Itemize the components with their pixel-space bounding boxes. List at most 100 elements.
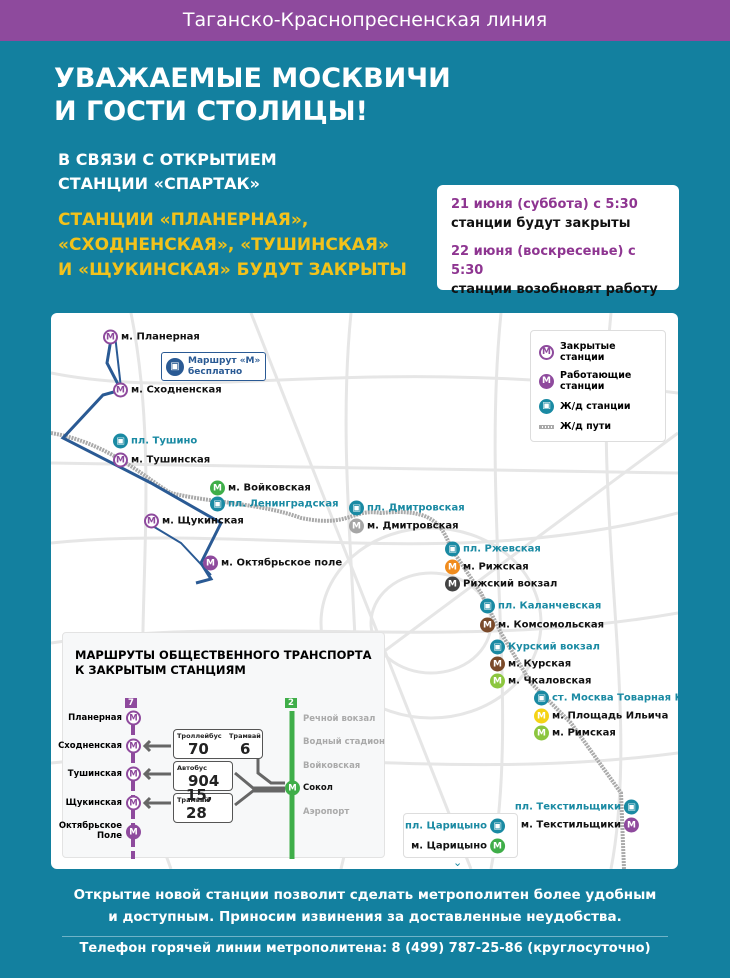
rail-station-icon: ▣ (210, 496, 225, 512)
closed-metro-icon: М (103, 329, 118, 345)
rail-station-icon: ▣ (490, 818, 505, 834)
route-number: 904 (188, 772, 220, 790)
station: ▣пл. Ржевская (445, 541, 541, 557)
inset-title-line: К ЗАКРЫТЫМ СТАНЦИЯМ (75, 663, 246, 677)
rail-station-icon: ▣ (113, 433, 128, 449)
metro-icon: М (445, 559, 460, 575)
station-name: м. Щукинская (162, 515, 244, 527)
station-name: пл. Дмитровская (367, 502, 465, 514)
closure-line: СТАНЦИИ «ПЛАНЕРНАЯ», (58, 210, 309, 230)
metro-icon: М (203, 555, 218, 571)
station-name: пл. Тушино (131, 435, 198, 447)
closed-metro-icon: М (113, 382, 128, 398)
subhead-line: В СВЯЗИ С ОТКРЫТИЕМ (58, 150, 277, 169)
rail-station-icon: ▣ (480, 598, 495, 614)
closed-metro-icon: М (113, 452, 128, 468)
hotline-phone: Телефон горячей линии метрополитена: 8 (… (79, 941, 651, 956)
station: ▣пл. Каланчевская (480, 598, 602, 614)
metro-icon: М (480, 617, 495, 633)
station-name: пл. Каланчевская (498, 600, 602, 612)
metro-icon: М (534, 725, 549, 741)
station-name: пл. Ленинградская (228, 498, 339, 510)
station-name: м. Рижская (463, 561, 529, 573)
callout-line: Маршрут «М» (188, 355, 261, 366)
legend-label: Работающие (560, 370, 632, 381)
legend-label: Закрытые (560, 341, 616, 352)
closure-notice: СТАНЦИИ «ПЛАНЕРНАЯ», «СХОДНЕНСКАЯ», «ТУШИ… (58, 208, 407, 283)
date-text: станции будут закрыты (451, 216, 631, 231)
transport-type: Автобус (177, 764, 208, 772)
line-7-badge: 7 (125, 698, 137, 708)
line-header: Таганско-Краснопресненская линия (0, 0, 730, 41)
station-name: м. Планерная (121, 331, 200, 343)
rail-station-icon: ▣ (539, 399, 554, 414)
label-line: Поле (97, 831, 122, 841)
station-name: м. Текстильщики (520, 819, 621, 831)
map-background (51, 313, 678, 869)
divider (62, 936, 668, 937)
footer-text: Открытие новой станции позволит сделать … (0, 884, 730, 928)
station-name: м. Площадь Ильича (552, 710, 669, 722)
date-text: станции возобновят работу (451, 282, 658, 297)
route-number: 6 (240, 740, 251, 758)
rail-station-icon: ▣ (534, 690, 549, 706)
date: 21 июня (суббота) с 5:30 (451, 197, 638, 212)
closed-station-label: Щукинская (65, 798, 122, 808)
inset-title-line: МАРШРУТЫ ОБЩЕСТВЕННОГО ТРАНСПОРТА (75, 648, 372, 662)
line-2-badge: 2 (285, 698, 297, 708)
route-number: 15, 28 (186, 786, 213, 822)
station: ▣Курский вокзал (490, 639, 600, 655)
footer-line: и доступным. Приносим извинения за доста… (108, 909, 622, 925)
metro-icon: М (349, 518, 364, 534)
station: ▣ст. Москва Товарная Курская (534, 690, 678, 706)
legend-label: станции (560, 381, 605, 392)
station-name: пл. Царицыно (405, 820, 487, 832)
open-station-icon: М (539, 373, 554, 389)
metro-icon: М (490, 673, 505, 689)
metro-icon: М (490, 838, 505, 854)
rail-station-icon: ▣ (490, 639, 505, 655)
station: ▣пл. Тушино (113, 433, 198, 449)
station-name: м. Октябрьское поле (221, 557, 343, 569)
station-name: м. Тушинская (131, 454, 211, 466)
metro-icon: М (126, 824, 141, 840)
legend-label: станции (560, 352, 605, 363)
rail-station-icon: ▣ (349, 500, 364, 516)
station-name: м. Комсомольская (498, 619, 605, 631)
line-2-station: Сокол (303, 783, 333, 793)
closed-metro-icon: М (126, 738, 141, 754)
callout-line: бесплатно (188, 366, 243, 377)
closure-line: «СХОДНЕНСКАЯ», «ТУШИНСКАЯ» (58, 235, 389, 255)
station-name: Рижский вокзал (463, 578, 558, 590)
rail-station-icon: ▣ (445, 541, 460, 557)
closure-line: И «ЩУКИНСКАЯ» БУДУТ ЗАКРЫТЫ (58, 260, 407, 280)
closed-metro-icon: М (144, 513, 159, 529)
route-number: 70 (188, 740, 209, 758)
station-name: пл. Ржевская (463, 543, 541, 555)
station-name: ст. Москва Товарная Курская (552, 692, 678, 704)
metro-icon: М (445, 576, 460, 592)
station-name: м. Курская (508, 658, 572, 670)
station: ▣пл. Дмитровская (349, 500, 465, 516)
chevron-down-icon: ⌄ (453, 856, 463, 869)
dates-box: 21 июня (суббота) с 5:30 станции будут з… (437, 185, 679, 297)
closed-station-label: Сходненская (58, 741, 122, 751)
line-2-station: Речной вокзал (303, 714, 376, 724)
station-name: м. Дмитровская (367, 520, 459, 532)
station: ▣пл. Текстильщики (515, 799, 639, 815)
station-name: м. Римская (552, 727, 616, 739)
date: 22 июня (воскресенье) с 5:30 (451, 244, 636, 278)
transport-type: Троллейбус (177, 732, 222, 740)
